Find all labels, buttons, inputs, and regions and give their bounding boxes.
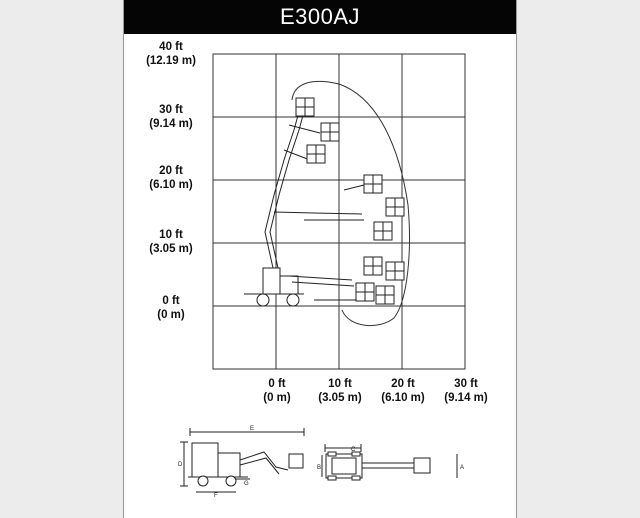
dim-label-F: F [214,493,218,499]
working-range-diagram: E D F G C B A [178,53,466,499]
range-grid [212,53,466,370]
y-label-40ft: 40 ft(12.19 m) [146,41,196,67]
dim-label-E: E [250,426,254,432]
dim-label-A: A [460,465,464,471]
basket-6 [373,221,393,241]
x-label-20ft: 20 ft(6.10 m) [381,378,425,404]
title-bar: E300AJ [124,0,516,34]
basket-9 [355,282,375,302]
dim-label-D: D [178,462,183,468]
working-envelope [291,80,410,327]
dim-label-G: G [244,481,249,487]
platform-baskets [295,97,405,305]
boom-path [264,107,365,301]
basket-3 [306,144,326,164]
basket-7 [363,256,383,276]
basket-8 [385,261,405,281]
y-label-30ft: 30 ft(9.14 m) [149,104,193,130]
spec-sheet: E300AJ 40 ft(12.19 m) 30 ft(9.14 m) 20 f… [123,0,517,518]
y-label-10ft: 10 ft(3.05 m) [149,229,193,255]
dim-label-B: B [317,465,321,471]
y-label-0ft: 0 ft(0 m) [157,295,185,321]
y-label-20ft: 20 ft(6.10 m) [149,165,193,191]
basket-1 [295,97,315,117]
basket-4 [363,174,383,194]
x-label-30ft: 30 ft(9.14 m) [444,378,488,404]
model-title: E300AJ [279,4,361,29]
x-label-10ft: 10 ft(3.05 m) [318,378,362,404]
basket-5 [385,197,405,217]
side-view-diagram: E D F G [178,426,305,499]
top-view-diagram: C B A [317,444,464,481]
basket-2 [320,122,340,142]
basket-10 [375,285,395,305]
machine-stowed [244,267,355,307]
dim-label-C: C [351,447,356,453]
x-label-0ft: 0 ft(0 m) [263,378,291,404]
